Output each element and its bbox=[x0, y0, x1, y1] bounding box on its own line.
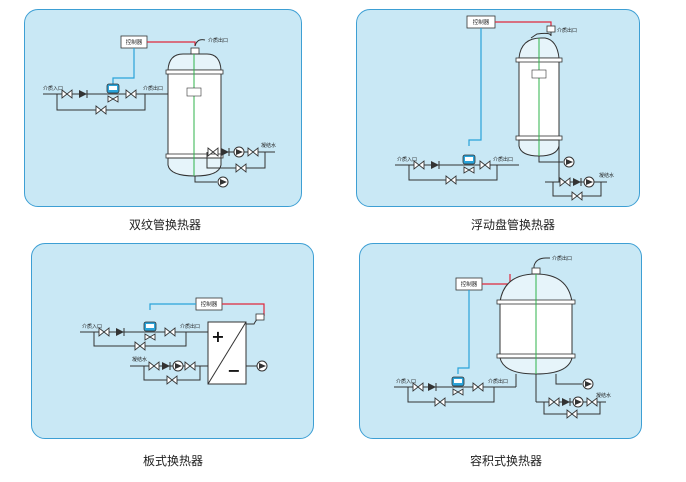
inlet-label: 介质入口 bbox=[396, 378, 416, 385]
condensate-label: 凝结水 bbox=[261, 142, 276, 149]
inlet-label: 介质入口 bbox=[397, 156, 417, 163]
outlet-label: 介质出口 bbox=[143, 85, 163, 92]
inlet-label: 介质入口 bbox=[82, 323, 102, 330]
svg-text:+: + bbox=[211, 327, 224, 346]
condensate-label: 凝结水 bbox=[596, 392, 611, 399]
outlet-label: 介质出口 bbox=[493, 156, 513, 163]
condensate-label: 凝结水 bbox=[132, 356, 147, 363]
caption-volumetric: 容积式换热器 bbox=[469, 454, 542, 468]
diagram-floating-coil: 控制器 介质出口 介质入口 介质出口 凝结水 bbox=[395, 15, 614, 201]
caption-floating-coil: 浮动盘管换热器 bbox=[470, 218, 555, 232]
diagram-plate: 控制器 + − 介质入口 介质出口 凝结水 bbox=[80, 297, 268, 385]
caption-double-tube: 双纹管换热器 bbox=[128, 218, 201, 232]
condensate-label: 凝结水 bbox=[599, 172, 614, 179]
panel-floating-coil-exchanger: 控制器 介质出口 介质入口 介质出口 凝结水 bbox=[356, 9, 640, 207]
caption-plate: 板式换热器 bbox=[142, 454, 203, 468]
controller-label: 控制器 bbox=[473, 18, 490, 26]
svg-text:−: − bbox=[227, 361, 240, 380]
top-outlet-label: 介质出口 bbox=[557, 27, 577, 34]
outlet-label: 介质出口 bbox=[180, 323, 200, 330]
panel-double-tube-exchanger: 控制器 介质出口 介质入口 介质出口 凝结水 bbox=[24, 9, 302, 207]
controller-label: 控制器 bbox=[126, 38, 143, 46]
top-outlet-label: 介质出口 bbox=[552, 255, 572, 262]
outlet-label: 介质出口 bbox=[488, 378, 508, 385]
diagram-volumetric: 控制器 介质出口 介质入口 介质出口 凝结水 bbox=[394, 255, 611, 419]
inlet-label: 介质入口 bbox=[43, 85, 63, 92]
panel-plate-exchanger: 控制器 + − 介质入口 介质出口 凝结水 bbox=[31, 243, 314, 439]
controller-label: 控制器 bbox=[201, 300, 218, 308]
top-outlet-label: 介质出口 bbox=[208, 37, 228, 44]
panel-volumetric-exchanger: 控制器 介质出口 介质入口 介质出口 凝结水 bbox=[359, 243, 642, 439]
diagram-double-tube: 控制器 介质出口 介质入口 介质出口 凝结水 bbox=[43, 35, 276, 188]
controller-label: 控制器 bbox=[461, 280, 478, 288]
